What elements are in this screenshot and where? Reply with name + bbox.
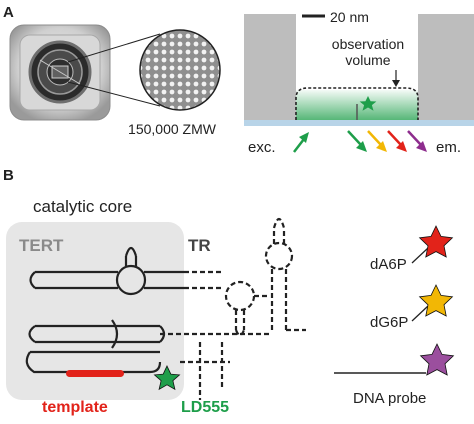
probe-dg6p-label: dG6P: [370, 314, 408, 331]
zmw-cross-section: [244, 14, 474, 126]
chip-caption: 150,000 ZMW: [128, 121, 217, 137]
probe-da6p-label: dA6P: [370, 256, 407, 273]
zoom-line-bottom: [67, 81, 161, 107]
panel-a-label: A: [3, 4, 14, 21]
zmw-array-magnified: [139, 29, 221, 111]
smrt-cell-chip: [9, 24, 111, 121]
probe-dna-label: DNA probe: [353, 390, 426, 407]
observation-pointer-arrowhead: [392, 80, 400, 87]
ld555-star-icon: [153, 365, 181, 391]
observation-label-line1: observation: [332, 36, 404, 52]
probe-da6p: dA6P: [370, 225, 454, 273]
dye-label: LD555: [181, 399, 229, 416]
tert-label: TERT: [19, 236, 64, 255]
scale-bar-label: 20 nm: [330, 9, 369, 25]
probe-dg6p: dG6P: [370, 284, 454, 331]
probe-dna: DNA probe: [334, 343, 455, 407]
template-segment: [66, 370, 124, 377]
panel-b-label: B: [3, 167, 14, 184]
catalytic-core-label: catalytic core: [33, 197, 132, 216]
fluorophore-star-icon: [359, 96, 377, 111]
red-star-icon: [418, 225, 454, 258]
tr-label: TR: [188, 236, 211, 255]
yellow-star-icon: [418, 284, 454, 317]
excitation-arrow-icon: [293, 132, 309, 153]
excitation-label: exc.: [248, 139, 276, 156]
catalytic-core-box: [6, 222, 184, 400]
telomerase-rna-structure: [25, 217, 306, 400]
template-label: template: [42, 399, 108, 416]
observation-volume-outline: [295, 87, 419, 120]
purple-star-icon: [419, 343, 455, 376]
zoom-line-top: [67, 33, 161, 63]
emission-arrows-icon: [347, 130, 427, 152]
emission-label: em.: [436, 139, 461, 156]
observation-label-line2: volume: [345, 52, 390, 68]
